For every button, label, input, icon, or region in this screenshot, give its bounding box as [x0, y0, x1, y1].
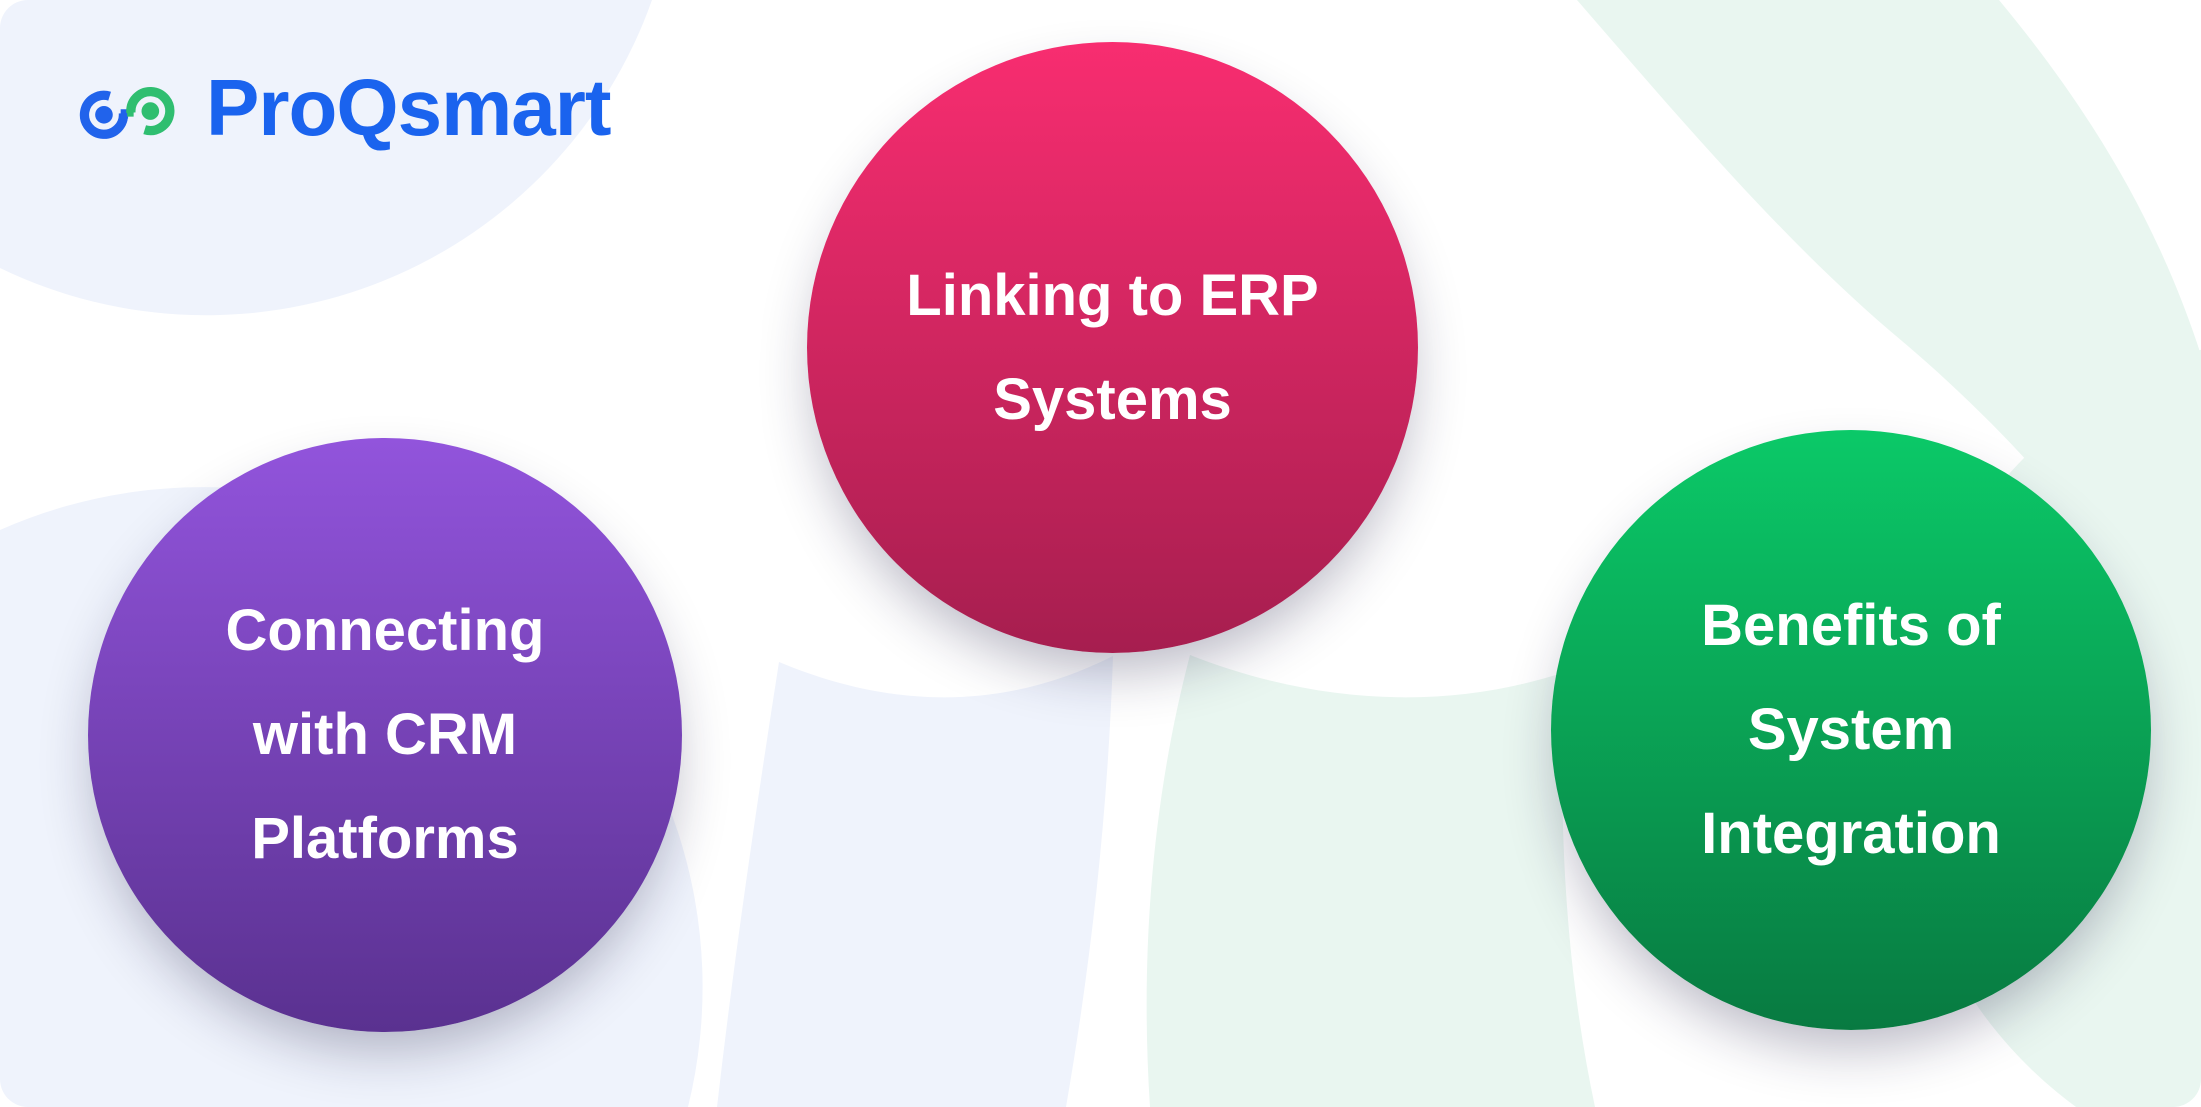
bg-green-bottom-lobe — [1146, 655, 1595, 1107]
bubble-benefits: Benefits of System Integration — [1551, 430, 2151, 1030]
brand-logo-icon linked-rings-icon — [79, 86, 175, 139]
bubble-erp: Linking to ERP Systems — [807, 42, 1418, 653]
bubble-crm: Connecting with CRM Platforms — [88, 438, 682, 1032]
bubble-benefits-line-3: Integration — [1701, 801, 2001, 866]
bubble-crm-label: Connecting with CRM Platforms — [226, 579, 545, 891]
brand-logo: ProQsmart — [78, 68, 611, 152]
bubble-crm-line-2: with CRM — [252, 702, 518, 767]
logo-green-ring — [126, 86, 175, 136]
bubble-benefits-label: Benefits of System Integration — [1701, 574, 2001, 886]
bubble-benefits-line-2: System — [1747, 697, 1955, 762]
bg-blue-bottom-band — [717, 656, 1113, 1107]
logo-blue-dot — [95, 105, 113, 124]
bg-blue-top-left-blob — [0, 0, 652, 316]
bubble-crm-line-3: Platforms — [251, 806, 519, 871]
bubble-erp-label: Linking to ERP Systems — [906, 244, 1318, 452]
bubble-erp-line-1: Linking to ERP — [906, 262, 1319, 328]
bubble-erp-line-2: Systems — [993, 366, 1232, 432]
logo-green-dot — [141, 102, 160, 120]
bg-green-top-right-band — [1577, 0, 2201, 705]
brand-logo-text: ProQsmart — [206, 63, 611, 152]
bubble-benefits-line-1: Benefits of — [1701, 593, 2001, 658]
logo-blue-ring — [79, 90, 128, 139]
bubble-crm-line-1: Connecting — [225, 598, 545, 663]
